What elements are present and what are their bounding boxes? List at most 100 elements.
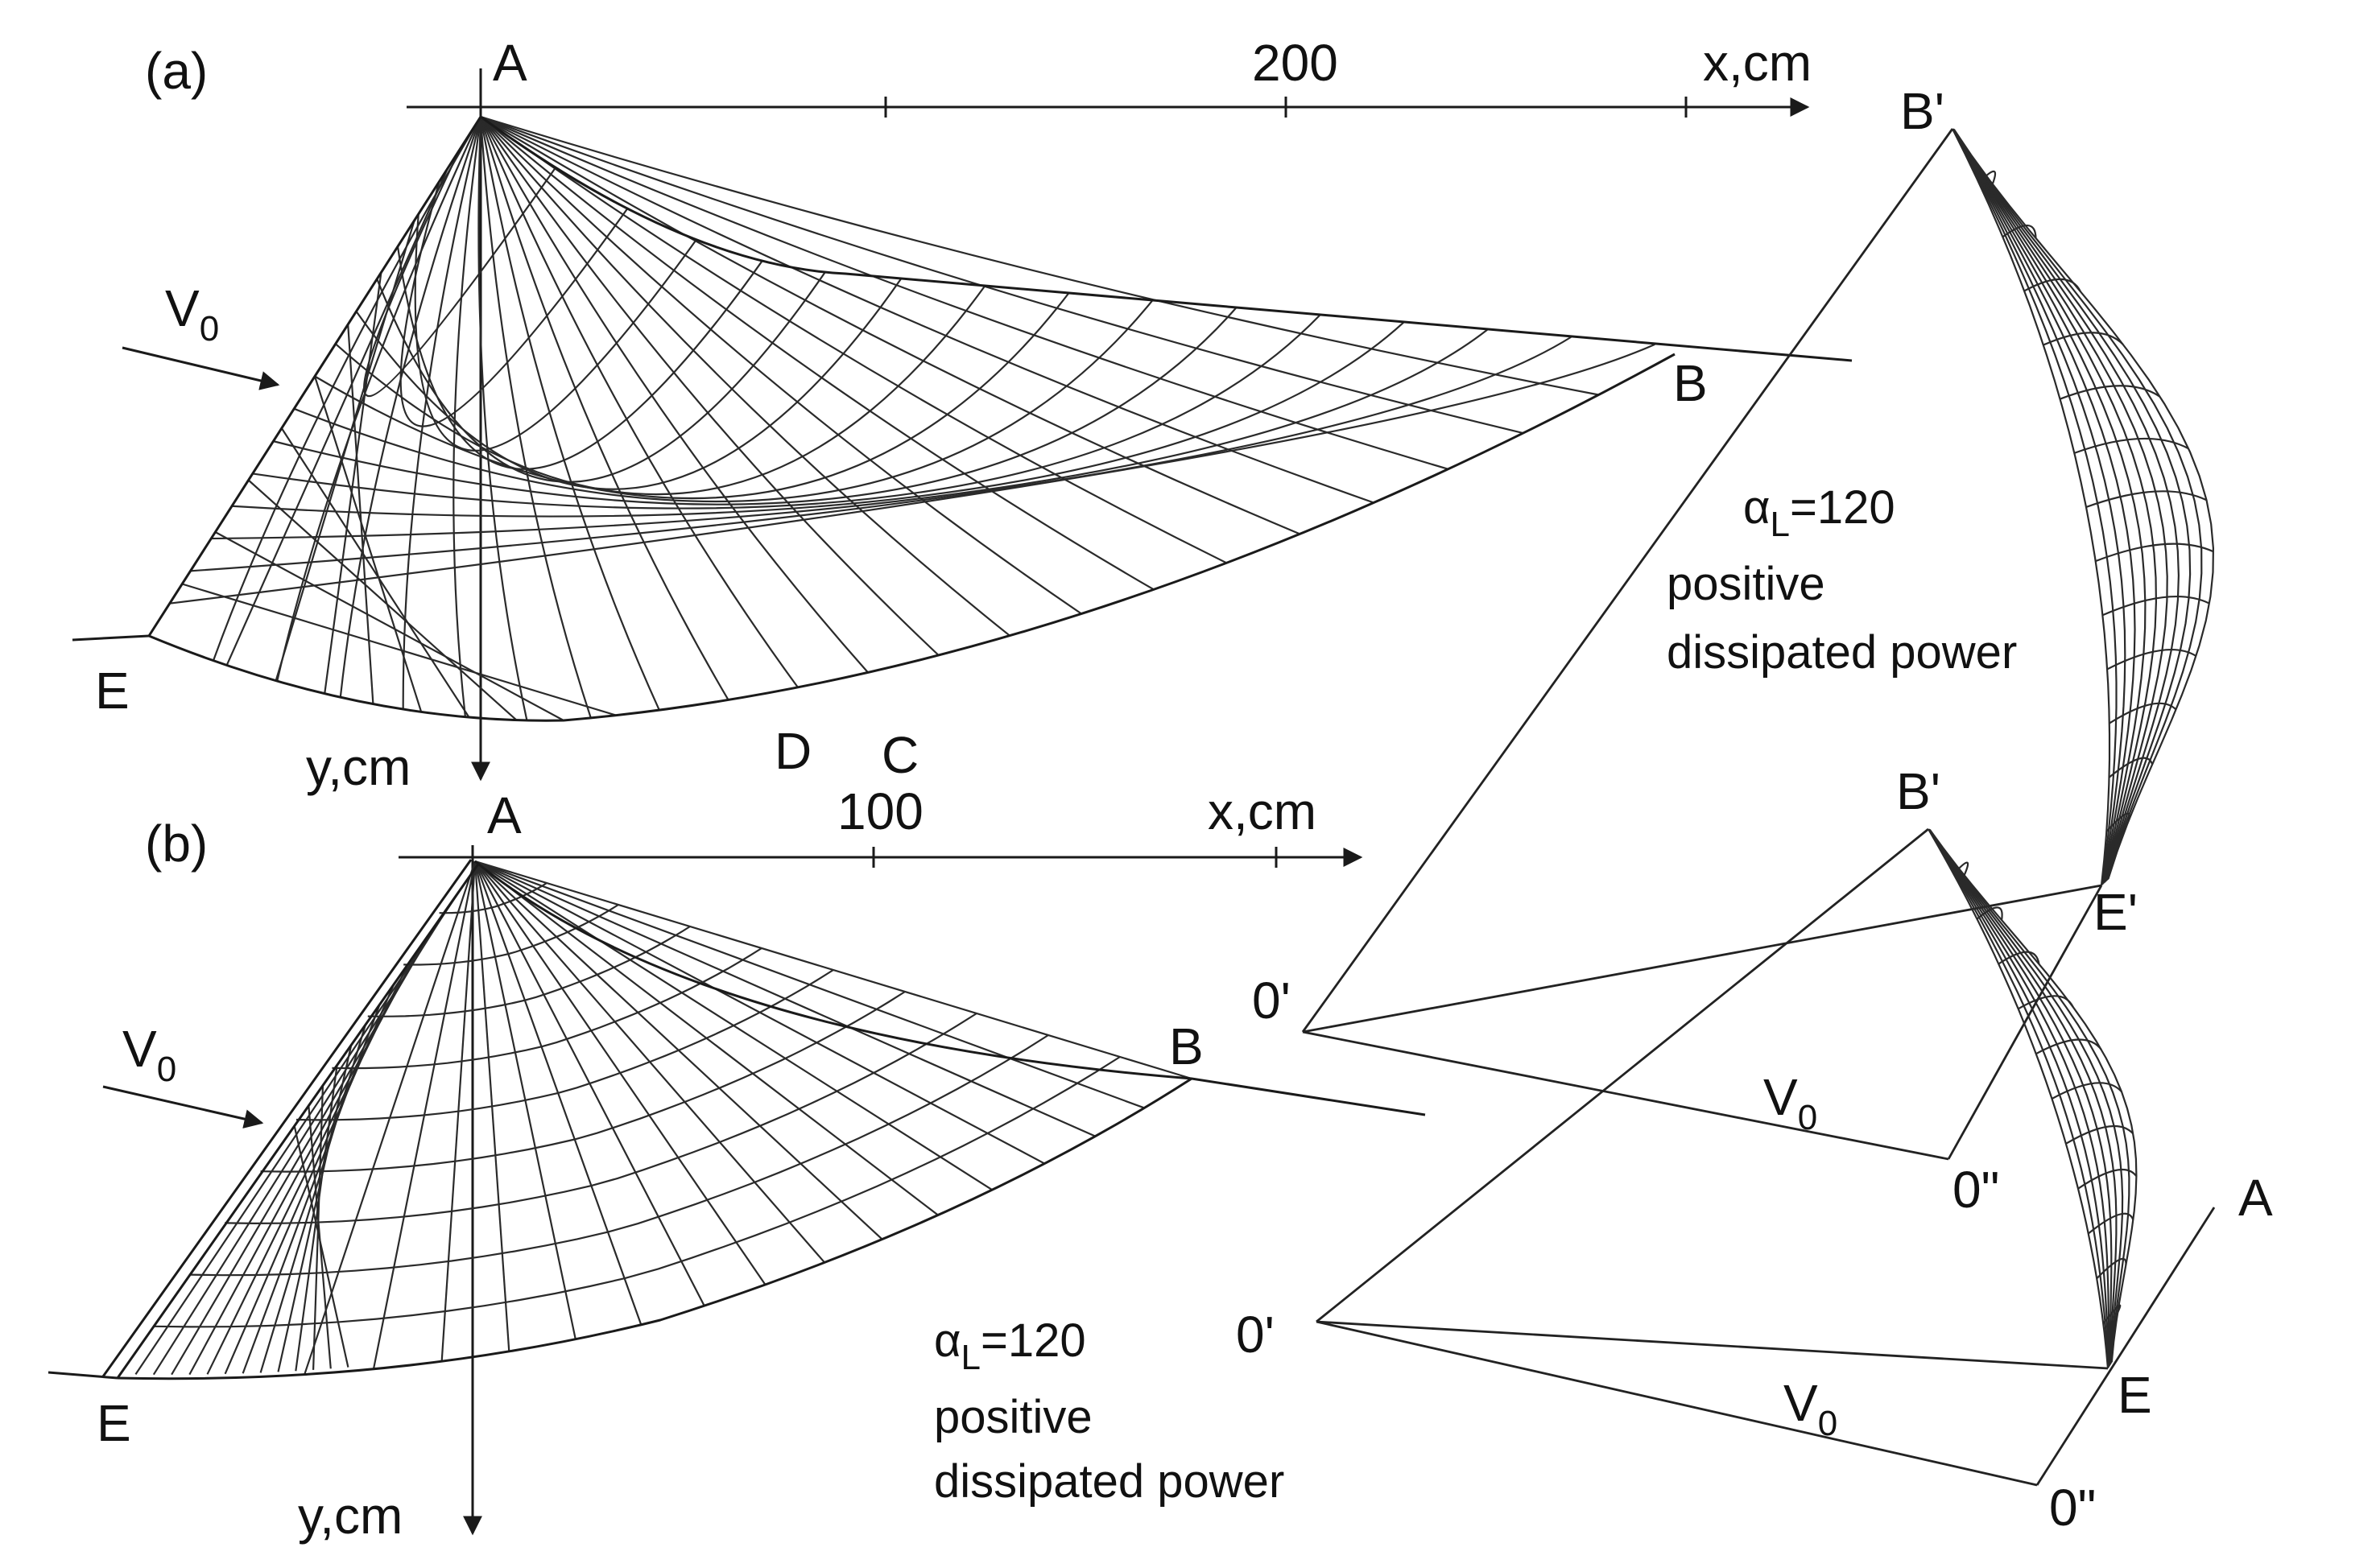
- panel-b-wall-inner: [116, 862, 481, 1379]
- panel-b-free-surface-ab: [474, 860, 1426, 1116]
- panel-a-point-e-label: E: [95, 662, 130, 720]
- slip-line-vertical: [206, 963, 409, 1375]
- slip-line-beta: [480, 116, 869, 674]
- slip-line-alpha: [355, 278, 903, 490]
- slip-line-arc: [260, 991, 906, 1173]
- panel-a: (a) A 200 x,cm y,cm B C D E V0: [72, 34, 1853, 796]
- hodograph-b-line-0-b: [1316, 827, 1929, 1323]
- slip-line-beta: [480, 116, 940, 656]
- panel-a-velocity-label: V0: [165, 279, 219, 349]
- hodograph-a-velocity-label: V0: [1763, 1068, 1817, 1137]
- hodograph-b-ray: [1998, 951, 2040, 965]
- slip-line-beta: [480, 116, 1227, 564]
- slip-line-arc: [439, 882, 548, 914]
- panel-a-x-axis-label: x,cm: [1703, 34, 1812, 92]
- panel-a-free-surface-ab: [480, 115, 1853, 362]
- hodograph-a-ray: [2109, 702, 2177, 724]
- hodograph-b-arc: [1928, 829, 2124, 1364]
- hodograph-a-ray: [2043, 332, 2124, 346]
- slip-line-vertical: [293, 1125, 349, 1368]
- panel-a-tick-label: 200: [1252, 34, 1338, 92]
- panel-a-point-b-label: B: [1673, 354, 1708, 412]
- hodograph-a-ray: [2095, 543, 2214, 563]
- panel-b-boundary-eb: [117, 1077, 1192, 1380]
- hodograph-a-arc: [1952, 128, 2147, 884]
- slip-line-alpha: [252, 314, 1321, 510]
- hodograph-a-ray: [2106, 648, 2197, 671]
- panel-b-note-line2: dissipated power: [934, 1455, 1284, 1508]
- hodograph-a: B' E' 0' 0" V0 αL=120 positive dissipate…: [1252, 82, 2215, 1219]
- hodograph-a-arc: [1952, 129, 2203, 881]
- slip-line-beta: [479, 116, 592, 719]
- hodograph-b-point-a-label: A: [2238, 1169, 2273, 1227]
- hodograph-b-arc: [1928, 829, 2130, 1364]
- slip-line-beta: [339, 116, 482, 698]
- slip-line-edge: [225, 168, 448, 666]
- slip-line-alpha: [335, 285, 986, 496]
- hodograph-b-fan-mesh: [1928, 828, 2138, 1369]
- slip-line-beta: [480, 116, 1082, 615]
- panel-b-velocity-arrow: [102, 1085, 264, 1129]
- slip-line-beta: [212, 116, 481, 662]
- hodograph-b-origin-label: 0': [1236, 1306, 1275, 1364]
- hodograph-b-point-e-label: E: [2118, 1366, 2152, 1424]
- slip-line-edge: [214, 531, 564, 721]
- hodograph-b-arc: [1928, 828, 2109, 1369]
- panel-a-tag: (a): [145, 42, 208, 100]
- panel-a-point-d-label: D: [775, 722, 812, 780]
- hodograph-b-ray: [2096, 1257, 2127, 1280]
- slip-line-beta: [480, 116, 1300, 535]
- slip-line-beta: [479, 116, 799, 688]
- hodograph-a-arc: [1952, 128, 2118, 885]
- slip-line-beta: [479, 116, 660, 711]
- slip-line-edge: [181, 583, 617, 716]
- hodograph-a-fan-mesh: [1952, 128, 2215, 886]
- hodograph-b-arc: [1928, 828, 2118, 1365]
- hodograph-a-line-0-e: [1302, 884, 2102, 1034]
- slip-line-arc: [153, 1056, 1121, 1328]
- slip-line-edge: [313, 376, 423, 712]
- slip-line-beta: [276, 116, 481, 682]
- hodograph-a-ray: [1977, 170, 1997, 185]
- panel-b-point-a-label: A: [487, 786, 522, 844]
- slip-line-beta: [480, 115, 1599, 396]
- slip-line-alpha: [231, 321, 1405, 518]
- panel-b-boundary-extension: [48, 1371, 118, 1380]
- slip-line-beta: [480, 115, 1448, 470]
- hodograph-a-line-0-b: [1301, 128, 1954, 1033]
- slip-line-edge: [324, 272, 382, 694]
- panel-a-slip-line-mesh: [169, 115, 1655, 721]
- panel-b-alpha-label: αL=120: [934, 1314, 1086, 1377]
- hodograph-a-point-b-label: B': [1900, 82, 1944, 140]
- hodograph-a-note-line1: positive: [1667, 558, 1825, 610]
- panel-a-y-axis-label: y,cm: [306, 738, 411, 796]
- hodograph-b-arc: [1928, 828, 2113, 1366]
- slip-line-beta: [477, 116, 528, 721]
- slip-line-beta: [480, 116, 1374, 504]
- hodograph-a-alpha-label: αL=120: [1743, 481, 1895, 544]
- hodograph-a-line-0-0: [1302, 1030, 1949, 1161]
- hodograph-a-origin-label: 0': [1252, 972, 1291, 1030]
- hodograph-b-line-0-e: [1316, 1320, 2109, 1370]
- hodograph-b: B' A E 0' 0" V0: [1236, 762, 2273, 1537]
- slip-line-arc: [367, 926, 691, 1017]
- panel-b-wall-outer: [101, 859, 473, 1377]
- hodograph-a-ray: [2002, 225, 2037, 238]
- slip-line-alpha: [273, 307, 1238, 505]
- slip-line-beta: [479, 116, 729, 701]
- hodograph-b-ray: [1952, 861, 1969, 876]
- panel-b-tag: (b): [145, 815, 208, 873]
- hodograph-a-arc: [1952, 128, 2111, 886]
- hodograph-b-point-b-label: B': [1896, 762, 1940, 820]
- panel-b: (b) A 100 x,cm y,cm B E V0 αL=120 positi…: [48, 782, 1426, 1545]
- hodograph-b-arc: [1928, 828, 2110, 1367]
- panel-b-slip-line-mesh: [134, 860, 1192, 1376]
- slip-line-beta: [480, 116, 1010, 637]
- panel-b-tick-label: 100: [837, 782, 924, 840]
- hodograph-b-line-0-0: [1316, 1320, 2038, 1487]
- panel-b-x-axis-label: x,cm: [1208, 782, 1316, 840]
- hodograph-b-line-0-a: [2035, 1207, 2216, 1486]
- hodograph-a-ray: [2101, 596, 2210, 617]
- hodograph-b-ray: [1976, 906, 2003, 921]
